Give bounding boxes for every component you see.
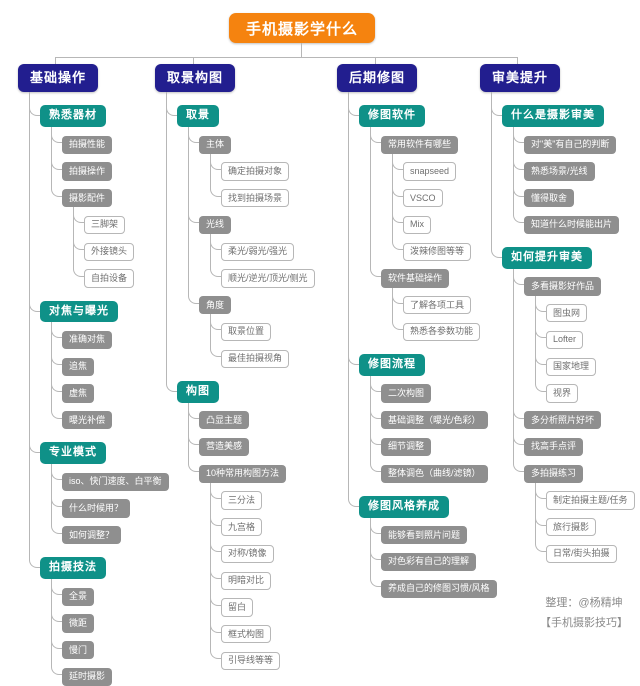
mindmap-node: 了解各项工具 bbox=[403, 296, 472, 315]
mindmap-node: 找高手点评 bbox=[524, 437, 584, 456]
mindmap-node: 微距 bbox=[62, 614, 95, 633]
mindmap-node: 外接镜头 bbox=[84, 242, 135, 261]
mindmap-node: 如何调整？ bbox=[62, 526, 122, 545]
mindmap-node: 留白 bbox=[221, 598, 254, 617]
mindmap-node: 顺光/逆光/顶光/侧光 bbox=[221, 269, 315, 288]
branch-column: 基础操作熟悉器材拍摄性能拍摄操作摄影配件三脚架外接镜头自拍设备对焦与曝光准确对焦… bbox=[18, 64, 169, 686]
mindmap-node: 虚焦 bbox=[62, 384, 95, 403]
mindmap-node: 视界 bbox=[546, 384, 579, 403]
mindmap-node: 日常/街头拍摄 bbox=[546, 544, 617, 563]
mindmap-node: 构图 bbox=[177, 380, 219, 403]
mindmap-node: 什么是摄影审美 bbox=[502, 105, 604, 127]
mindmap-node: 角度 bbox=[199, 296, 232, 315]
mindmap-node: 整体调色（曲线/滤镜） bbox=[381, 464, 488, 483]
branch-node: 基础操作 bbox=[18, 64, 99, 93]
mindmap-node: 熟悉器材 bbox=[40, 105, 106, 127]
mindmap-node: 拍摄操作 bbox=[62, 162, 113, 181]
mindmap-node: 什么时候用？ bbox=[62, 499, 131, 518]
mindmap-node: 对称/镜像 bbox=[221, 544, 274, 563]
mindmap-node: 二次构图 bbox=[381, 384, 432, 403]
credit-source: 【手机摄影技巧】 bbox=[540, 617, 628, 630]
mindmap-node: 懂得取舍 bbox=[524, 189, 575, 208]
mindmap-node: 三分法 bbox=[221, 491, 263, 510]
connector-line bbox=[375, 57, 376, 65]
mindmap-node: 知道什么时候能出片 bbox=[524, 215, 620, 234]
mindmap-node: 软件基础操作 bbox=[381, 269, 450, 288]
mindmap-node: 追焦 bbox=[62, 357, 95, 376]
mindmap-node: 引导线等等 bbox=[221, 651, 281, 670]
mindmap-node: 细节调整 bbox=[381, 437, 432, 456]
branch-node: 取景构图 bbox=[155, 64, 236, 93]
mindmap-node: 基础调整（曝光/色彩） bbox=[381, 411, 488, 430]
mindmap-node: 慢门 bbox=[62, 641, 95, 660]
mindmap-node: 多看摄影好作品 bbox=[524, 277, 602, 296]
mindmap-node: 泼辣修图等等 bbox=[403, 242, 472, 261]
mindmap-node: snapseed bbox=[403, 162, 457, 181]
mindmap-node: VSCO bbox=[403, 189, 443, 208]
connector-line bbox=[55, 57, 56, 65]
mindmap-node: 图虫网 bbox=[546, 304, 588, 323]
mindmap-node: 熟悉场景/光线 bbox=[524, 162, 595, 181]
credit-text: 整理：@杨精坤 【手机摄影技巧】 bbox=[540, 594, 628, 634]
mindmap-node: iso、快门速度、白平衡 bbox=[62, 472, 169, 491]
mindmap-node: 旅行摄影 bbox=[546, 518, 597, 537]
mindmap-node: 框式构图 bbox=[221, 625, 272, 644]
mindmap-node: 养成自己的修图习惯/风格 bbox=[381, 579, 497, 598]
mindmap-node: 九宫格 bbox=[221, 518, 263, 537]
mindmap-root-node: 手机摄影学什么 bbox=[229, 13, 375, 43]
mindmap-node: 拍摄性能 bbox=[62, 135, 113, 154]
mindmap-node: 能够看到照片问题 bbox=[381, 526, 468, 545]
mindmap-node: 多分析照片好坏 bbox=[524, 411, 602, 430]
mindmap-node: 最佳拍摄视角 bbox=[221, 349, 290, 368]
mindmap-node: Lofter bbox=[546, 330, 584, 349]
mindmap-node: 多拍摄练习 bbox=[524, 464, 584, 483]
connector-line bbox=[193, 57, 194, 65]
mindmap-node: 修图风格养成 bbox=[359, 495, 449, 518]
mindmap-node: 找到拍摄场景 bbox=[221, 189, 290, 208]
mindmap-node: 熟悉各参数功能 bbox=[403, 322, 481, 341]
mindmap-node: 取景 bbox=[177, 105, 219, 127]
mindmap-node: 自拍设备 bbox=[84, 269, 135, 288]
mindmap-node: 主体 bbox=[199, 135, 232, 154]
mindmap-node: 凸显主题 bbox=[199, 411, 250, 430]
mindmap-node: 确定拍摄对象 bbox=[221, 162, 290, 181]
branch-column: 审美提升什么是摄影审美对"美"有自己的判断熟悉场景/光线懂得取舍知道什么时候能出… bbox=[480, 64, 635, 563]
mindmap-node: 制定拍摄主题/任务 bbox=[546, 491, 635, 510]
mindmap-node: 取景位置 bbox=[221, 322, 272, 341]
mindmap-node: 国家地理 bbox=[546, 357, 597, 376]
connector-line bbox=[301, 43, 302, 57]
mindmap-node: 对焦与曝光 bbox=[40, 300, 118, 323]
mindmap-node: 摄影配件 bbox=[62, 189, 113, 208]
mindmap-node: 专业模式 bbox=[40, 442, 106, 464]
mindmap-node: 营造美感 bbox=[199, 437, 250, 456]
mindmap-node: 修图流程 bbox=[359, 354, 425, 376]
connector-line bbox=[517, 57, 518, 65]
mindmap-node: 全景 bbox=[62, 587, 95, 606]
credit-author: 整理：@杨精坤 bbox=[545, 597, 623, 610]
mindmap-node: 如何提升审美 bbox=[502, 247, 592, 269]
branch-column: 取景构图取景主体确定拍摄对象找到拍摄场景光线柔光/弱光/强光顺光/逆光/顶光/侧… bbox=[155, 64, 315, 670]
mindmap-node: 三脚架 bbox=[84, 215, 126, 234]
mindmap-node: 准确对焦 bbox=[62, 330, 113, 349]
mindmap-node: 修图软件 bbox=[359, 105, 425, 127]
mindmap-node: Mix bbox=[403, 215, 431, 234]
mindmap-node: 明暗对比 bbox=[221, 571, 272, 590]
mindmap-node: 柔光/弱光/强光 bbox=[221, 242, 295, 261]
mindmap-node: 拍摄技法 bbox=[40, 557, 106, 579]
mindmap-node: 光线 bbox=[199, 215, 232, 234]
mindmap-node: 曝光补偿 bbox=[62, 411, 113, 430]
branch-node: 后期修图 bbox=[337, 64, 418, 93]
mindmap-node: 常用软件有哪些 bbox=[381, 135, 459, 154]
mindmap-node: 对色彩有自己的理解 bbox=[381, 552, 477, 571]
mindmap-node: 10种常用构图方法 bbox=[199, 464, 287, 483]
mindmap-node: 延时摄影 bbox=[62, 667, 113, 686]
connector-line bbox=[55, 57, 518, 58]
mindmap-node: 对"美"有自己的判断 bbox=[524, 135, 617, 154]
branch-node: 审美提升 bbox=[480, 64, 561, 93]
